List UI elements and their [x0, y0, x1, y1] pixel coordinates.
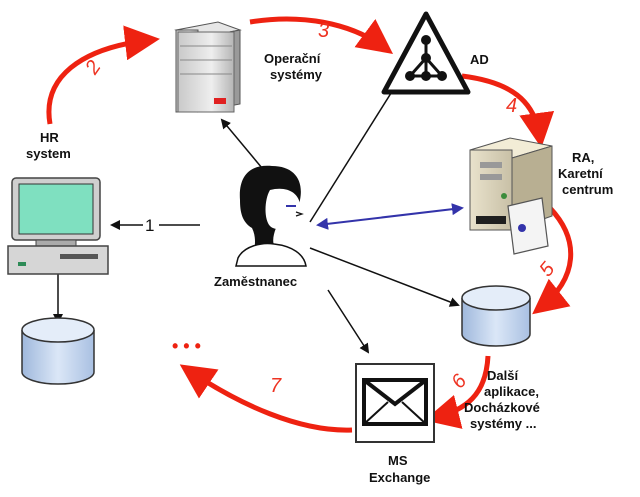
step-number-2: 2 — [81, 57, 106, 80]
os-label-line-2: systémy — [270, 67, 323, 82]
exchange-label-line-2: Exchange — [369, 470, 430, 485]
step-number-7: 7 — [270, 375, 282, 397]
os-label-line-1: Operační — [264, 51, 321, 66]
flow-arrow-2 — [46, 25, 160, 125]
flow-arrow-3 — [249, 16, 394, 54]
step-number-3: 3 — [318, 20, 329, 42]
flow-arrow-5 — [532, 206, 574, 315]
server-os-icon — [174, 21, 242, 113]
employee-label: Zaměstnanec — [214, 274, 297, 289]
arrow-employee-to-exchange — [327, 289, 370, 354]
hr-label-line-1: HR — [40, 130, 59, 145]
step-number-4: 4 — [506, 95, 517, 117]
other-apps-label-line-2: aplikace, — [484, 384, 539, 399]
active-directory-icon — [381, 11, 471, 95]
continuation-ellipsis: • • • — [172, 336, 201, 356]
ra-label-line-1: RA, — [572, 150, 594, 165]
hr-label-line-2: system — [26, 146, 71, 161]
arrow-employee-to-other-apps — [309, 247, 460, 307]
other-apps-label-line-1: Další — [487, 368, 518, 383]
step-1-label-bg — [143, 214, 159, 234]
hr-database-icon — [21, 317, 95, 385]
arrow-employee-to-os — [220, 118, 263, 169]
other-apps-database-icon — [461, 285, 531, 347]
ra-label-line-3: centrum — [562, 182, 613, 197]
arrow-employee-ra-bidirectional — [316, 203, 464, 230]
flow-arrow-7 — [179, 364, 353, 433]
hr-computer-icon — [7, 177, 109, 275]
other-apps-label-line-3: Docházkové — [464, 400, 540, 415]
exchange-label-line-1: MS — [388, 453, 408, 468]
step-number-1: 1 — [145, 216, 154, 235]
other-apps-label-line-4: systémy ... — [470, 416, 537, 431]
ra-label-line-2: Karetní — [558, 166, 603, 181]
flow-arrow-6 — [424, 355, 491, 429]
employee-person-icon — [235, 165, 307, 267]
step-number-6: 6 — [447, 370, 472, 393]
flow-arrow-4 — [461, 73, 555, 148]
step-number-5: 5 — [535, 258, 560, 281]
ad-label: AD — [470, 52, 489, 67]
exchange-mail-icon — [355, 363, 435, 443]
smart-card-icon — [507, 197, 549, 255]
arrow-employee-to-ad — [309, 80, 400, 223]
